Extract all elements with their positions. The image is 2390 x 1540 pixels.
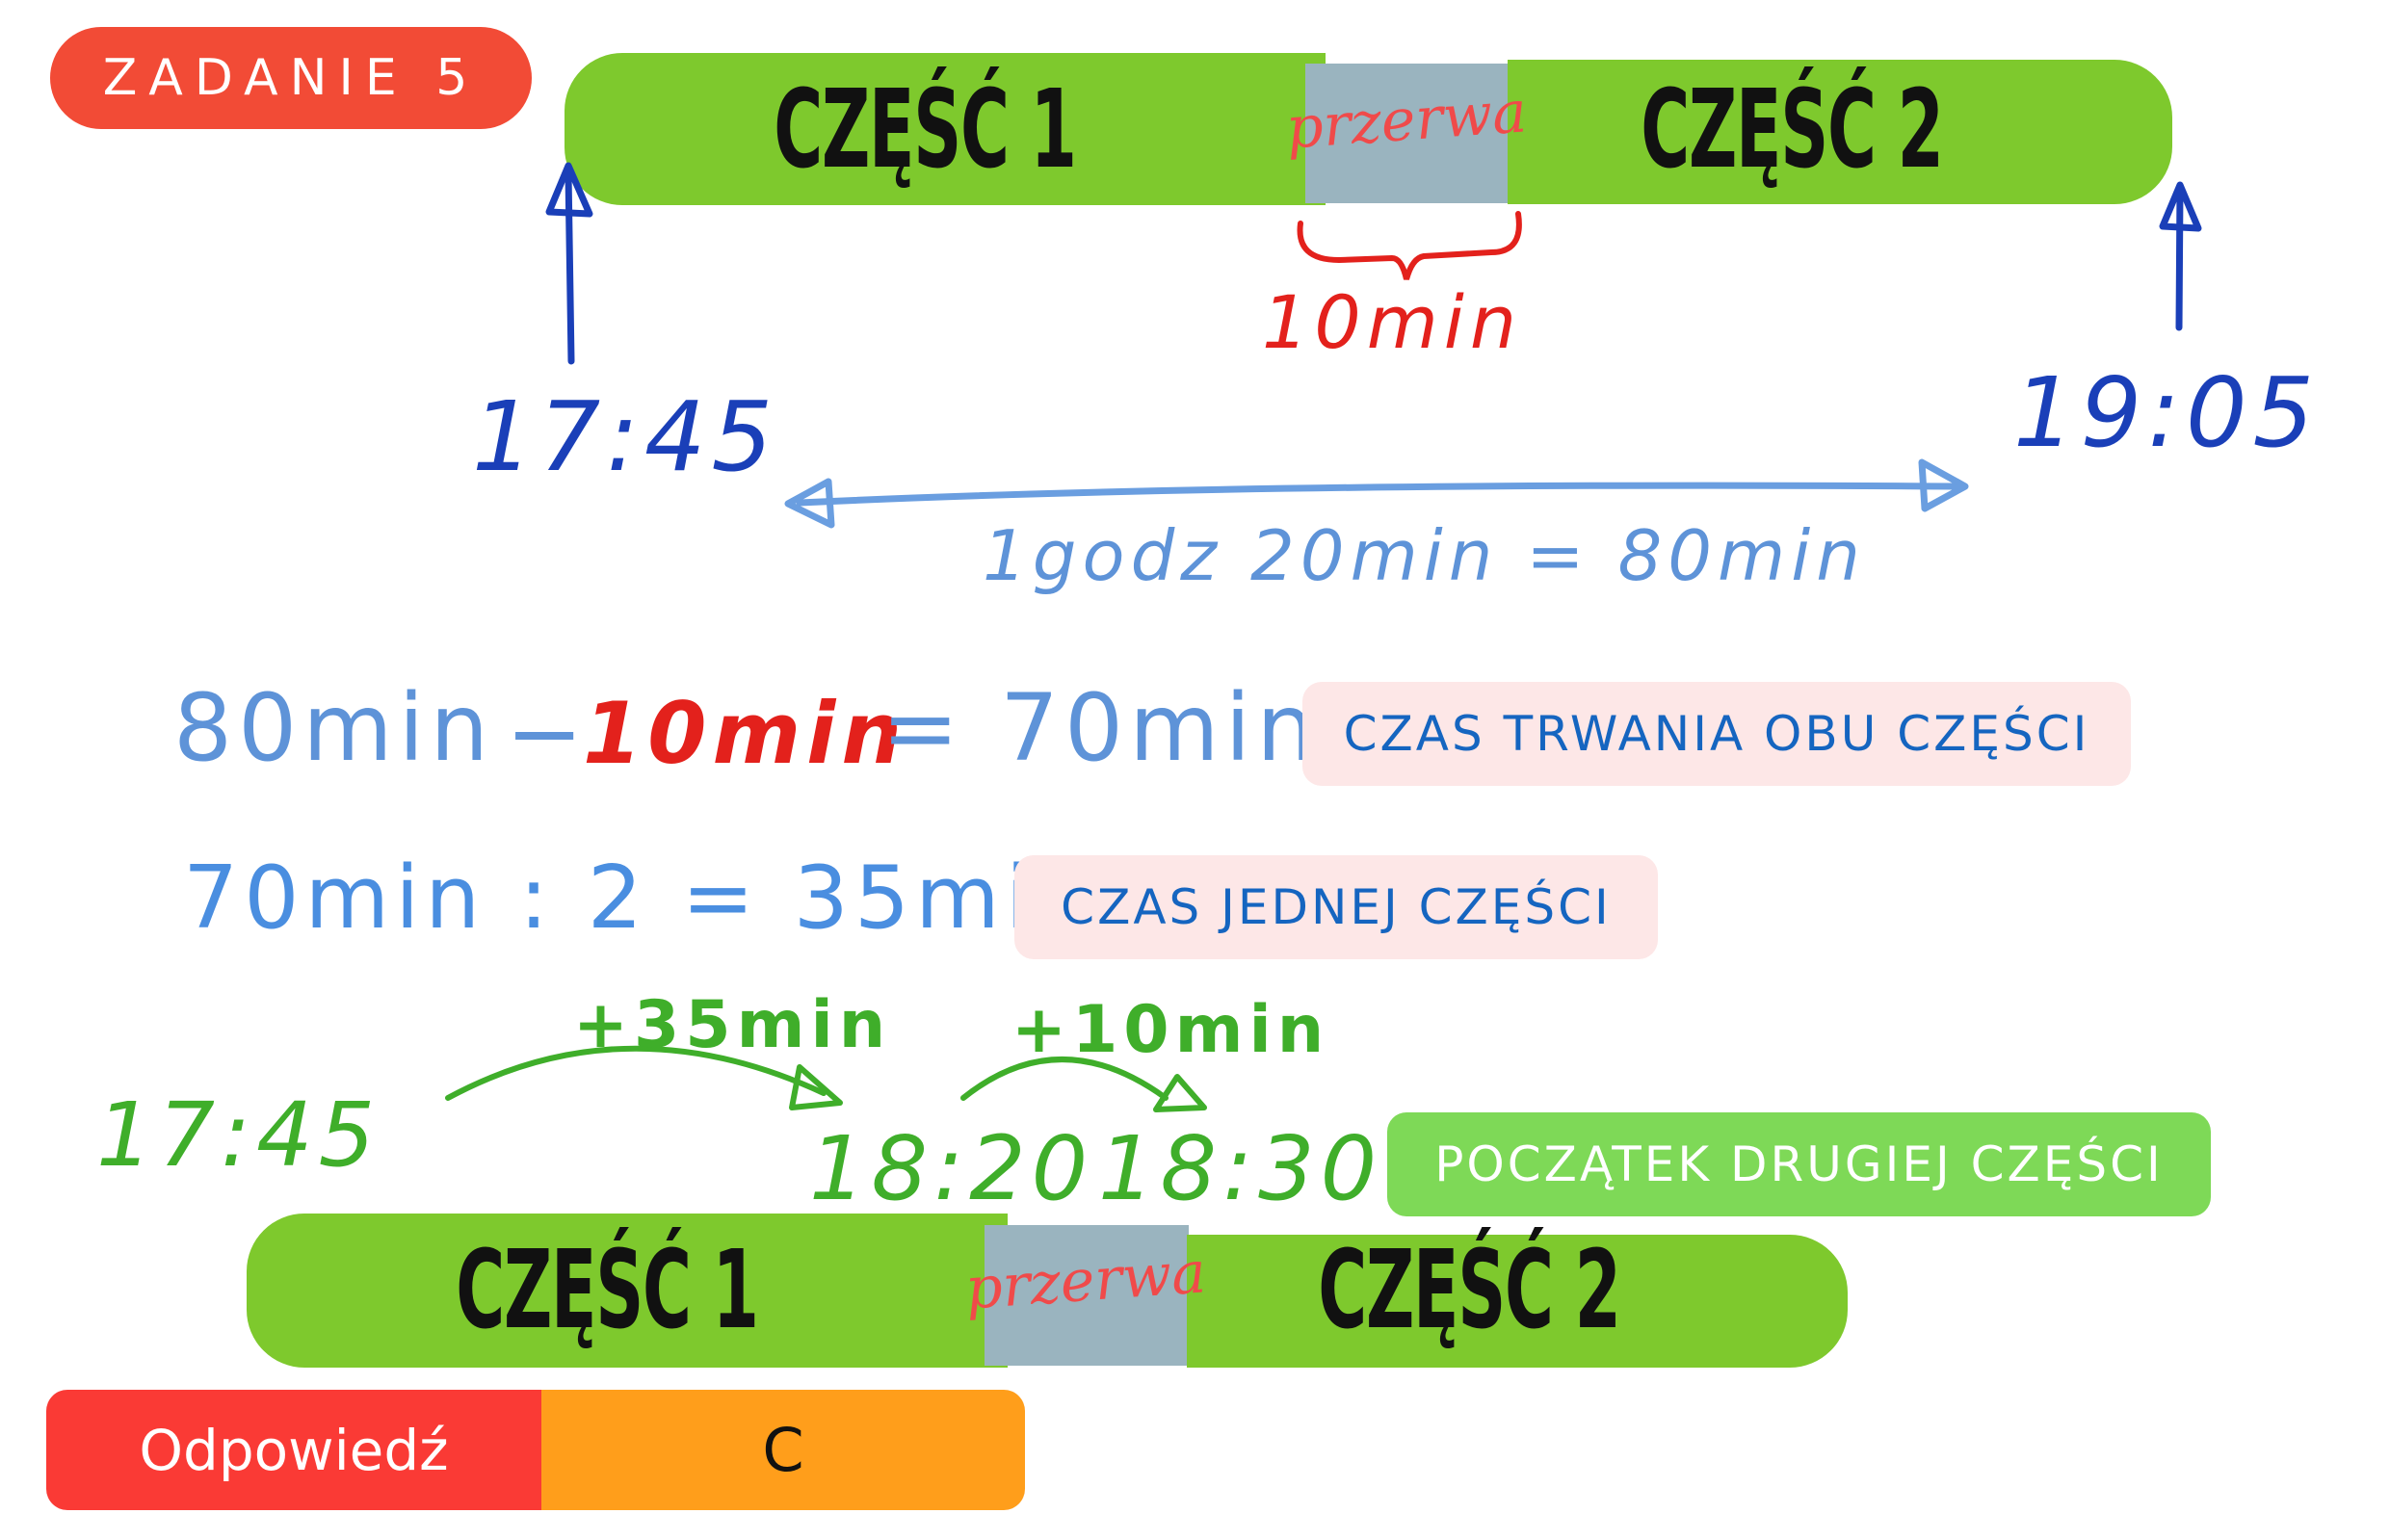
bottom-break-block <box>985 1225 1189 1366</box>
answer-value: C <box>541 1390 1025 1510</box>
top-break-block <box>1305 64 1510 203</box>
start-time-text: 17:45 <box>472 380 779 493</box>
break-duration-text: 10min <box>1262 279 1523 365</box>
end-arrow-icon <box>2159 181 2202 331</box>
bottom-part2-label: CZĘŚĆ 2 <box>1318 1228 1621 1353</box>
calc1-result: = 70min <box>881 674 1322 782</box>
step-t1: 18:20 <box>809 1117 1094 1220</box>
step-add10: +10min <box>1011 992 1330 1068</box>
top-part1-bar <box>565 53 1326 205</box>
duration-double-arrow-icon <box>784 458 1969 529</box>
calc2-expr: 70min : 2 = 35min <box>183 848 1096 949</box>
second-part-start-note: POCZĄTEK DRUGIEJ CZĘŚCI <box>1387 1112 2211 1216</box>
add35-arrow-icon <box>445 1045 843 1110</box>
bottom-part2-bar <box>1187 1235 1848 1368</box>
answer-label: Odpowiedź <box>46 1390 541 1510</box>
total-duration-text: 1godz 20min = 80min <box>983 515 1866 596</box>
add10-arrow-icon <box>960 1057 1207 1112</box>
bottom-break-label: przerwa <box>962 1239 1209 1323</box>
top-part2-bar <box>1508 60 2172 204</box>
calc2-note: CZAS JEDNEJ CZĘŚCI <box>1014 855 1658 959</box>
task-badge: ZADANIE 5 <box>50 27 532 129</box>
calc1-note: CZAS TRWANIA OBU CZĘŚCI <box>1302 682 2131 786</box>
top-part2-label: CZĘŚĆ 2 <box>1641 67 1944 193</box>
end-time-text: 19:05 <box>2013 356 2321 469</box>
step-add35: +35min <box>573 987 892 1063</box>
break-brace-icon <box>1297 211 1522 280</box>
bottom-part1-bar <box>247 1214 1008 1368</box>
calc1-minus: − <box>506 679 590 787</box>
bottom-part1-label: CZĘŚĆ 1 <box>456 1228 759 1353</box>
start-arrow-icon <box>545 162 593 365</box>
top-part1-label: CZĘŚĆ 1 <box>774 67 1077 193</box>
calc1-b: 10min <box>583 684 907 783</box>
step-start: 17:45 <box>96 1083 381 1187</box>
step-t2: 18:30 <box>1098 1117 1383 1220</box>
calc1-a: 80min <box>173 674 495 782</box>
